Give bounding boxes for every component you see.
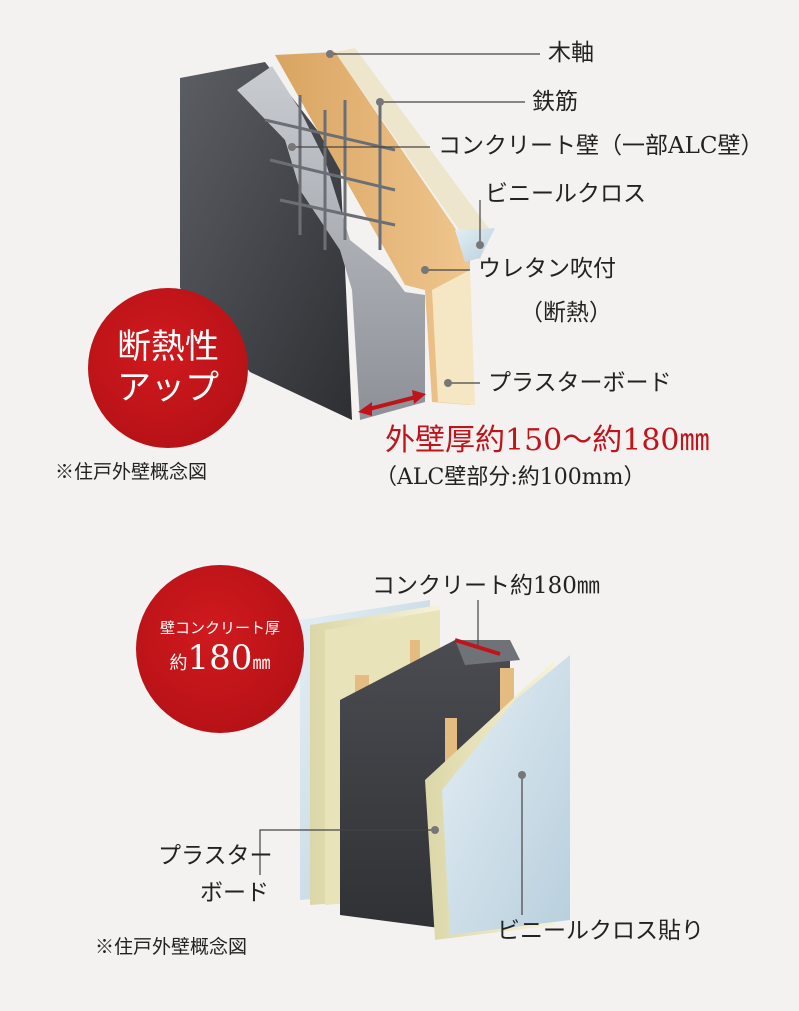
d1-leader-dots (288, 50, 484, 387)
badge2-value-row: 約180㎜ (170, 638, 271, 679)
label-concrete-180: コンクリート約180㎜ (372, 573, 600, 599)
d1-concrete-cut (237, 66, 425, 420)
d1-leader-lines (292, 53, 540, 384)
insulation-badge: 断熱性 アップ (88, 288, 248, 448)
concrete-thickness-badge: 壁コンクリート厚 約180㎜ (136, 565, 304, 733)
label-vinyl-cloth: ビニールクロス (485, 181, 646, 207)
alc-thickness: （ALC壁部分:約100mm） (375, 465, 646, 490)
diagram2-note: ※住戸外壁概念図 (95, 936, 248, 958)
d2-leader-dots (431, 771, 526, 834)
d1-vinyl-cloth (455, 228, 495, 262)
d1-thickness-arrow (364, 394, 421, 412)
badge2-prefix: 約 (169, 653, 188, 675)
badge1-line1: 断熱性 (117, 327, 219, 368)
diagram2-wall (300, 600, 570, 940)
d1-plaster-board (432, 270, 475, 405)
label-rebar: 鉄筋 (532, 89, 578, 115)
d1-board-edge (335, 48, 490, 260)
label-urethan: ウレタン吹付 (478, 256, 616, 282)
label-plaster-line1: プラスター (158, 843, 273, 869)
badge2-unit: ㎜ (252, 653, 271, 675)
label-vinyl-cloth-2: ビニールクロス貼り (497, 918, 704, 944)
diagram1-note: ※住戸外壁概念図 (55, 461, 208, 483)
label-plaster-board: プラスターボード (488, 370, 672, 396)
label-plaster-line2: ボード (200, 880, 269, 906)
d2-thickness-arrow (454, 638, 501, 656)
wall-thickness: 外壁厚約150～約180㎜ (385, 423, 710, 458)
badge1-line2: アップ (117, 368, 219, 408)
d2-leader-lines (259, 600, 523, 915)
label-urethan-sub: （断熱） (520, 300, 612, 326)
d1-rebar (264, 95, 396, 250)
badge2-value: 180 (187, 638, 253, 679)
badge2-caption: 壁コンクリート厚 (159, 618, 280, 637)
label-concrete-wall: コンクリート壁（一部ALC壁） (438, 133, 764, 159)
d2-vinyl-right (442, 655, 570, 935)
label-wood-frame: 木軸 (548, 40, 594, 66)
